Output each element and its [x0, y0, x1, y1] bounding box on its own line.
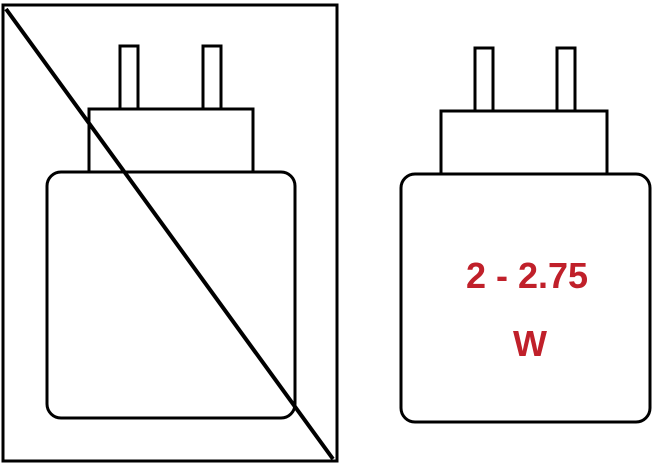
right-panel: 2 - 2.75 W: [399, 46, 652, 424]
left-prong-1: [118, 44, 140, 112]
right-plug-head: [439, 109, 609, 177]
left-plug-head: [87, 107, 255, 175]
charger-icon: [399, 46, 652, 424]
right-prong-2: [555, 46, 577, 114]
left-prong-2: [201, 44, 223, 112]
left-panel: [1, 3, 339, 463]
right-prong-1: [473, 46, 495, 114]
left-charger-body: [45, 170, 297, 420]
prohibition-slash: [4, 7, 335, 461]
power-unit-label: W: [513, 323, 547, 364]
right-charger-body: [399, 172, 652, 424]
power-range-label: 2 - 2.75: [466, 255, 588, 296]
